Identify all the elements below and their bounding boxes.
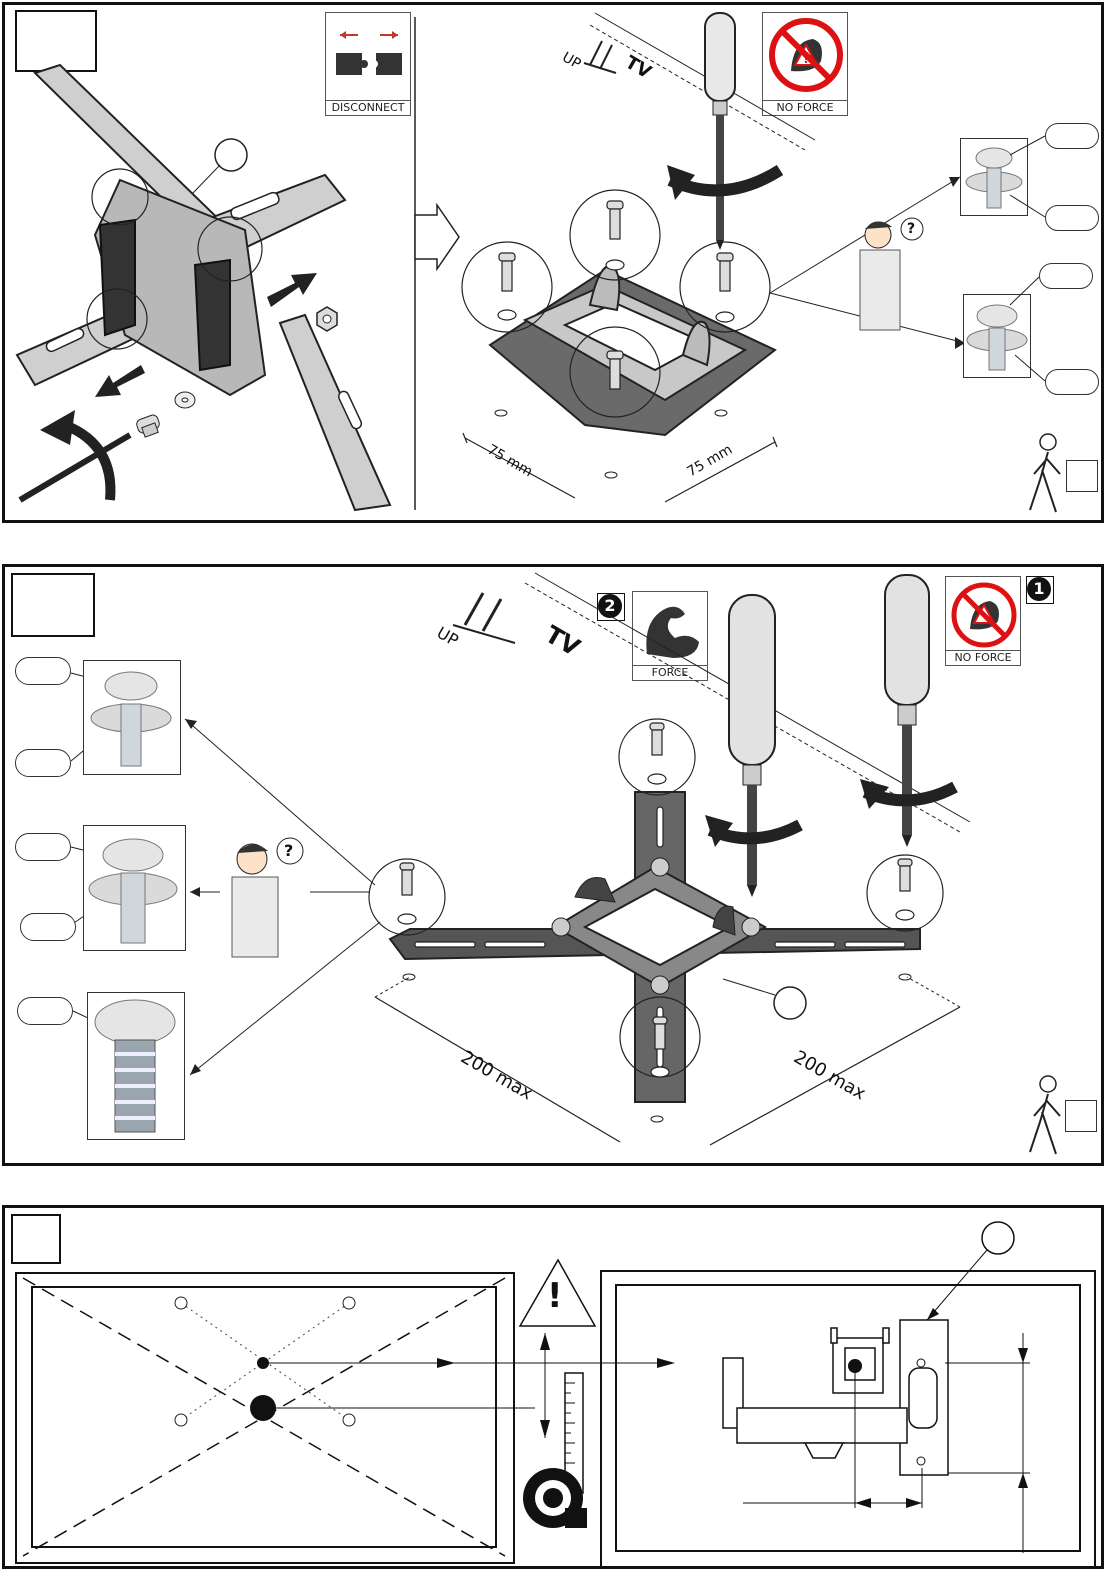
no-force-label: NO FORCE xyxy=(763,100,847,115)
callout-pill xyxy=(15,657,71,685)
warning-exclamation: ! xyxy=(547,1276,563,1316)
step-number-box xyxy=(11,573,95,637)
callout-pill xyxy=(20,913,76,941)
mount-cross-bracket xyxy=(388,791,921,1103)
no-force-label: NO FORCE xyxy=(946,650,1020,665)
long-screw-icon xyxy=(94,999,176,1133)
person-count-box xyxy=(1065,1100,1097,1132)
pull-arrow-icon xyxy=(267,273,317,307)
screwdriver-icon xyxy=(884,574,930,847)
callout-leaders xyxy=(1009,135,1046,382)
puzzle-disconnect-icon xyxy=(336,31,402,75)
step-panel-1: DISCONNECT ! NO FORCE xyxy=(2,2,1104,523)
step-panel-3: ! xyxy=(2,1205,1104,1569)
step-number-box xyxy=(11,1214,61,1264)
screwdriver-icon xyxy=(728,594,776,897)
tv-side-outer xyxy=(600,1270,1096,1568)
tv-back-outer xyxy=(15,1272,515,1564)
vesa-plate xyxy=(488,268,777,437)
tv-back-inner xyxy=(31,1286,497,1548)
question-mark-icon: ? xyxy=(907,221,916,237)
no-force-badge: NO FORCE xyxy=(945,576,1021,666)
panel2-drawing xyxy=(70,572,971,1146)
panel1-drawing xyxy=(15,12,966,512)
walking-person-icon xyxy=(1029,433,1061,513)
wall-bracket-side xyxy=(722,1319,949,1476)
tv-side-inner xyxy=(615,1284,1081,1552)
panel3-drawing xyxy=(22,1221,1030,1557)
question-mark-icon: ? xyxy=(284,841,294,860)
callout-pill xyxy=(1045,205,1099,231)
flexed-arm-icon xyxy=(646,606,699,658)
callout-pill xyxy=(1039,263,1093,289)
screwdriver-icon xyxy=(18,432,132,503)
callout-pill xyxy=(1045,123,1099,149)
screw-washer-icon xyxy=(90,671,172,767)
pull-arrow-icon xyxy=(95,365,145,397)
callout-pill xyxy=(15,833,71,861)
callout-pill xyxy=(17,997,73,1025)
no-force-icon: ! xyxy=(769,18,843,92)
thinking-person-icon xyxy=(859,217,924,331)
disconnect-label: DISCONNECT xyxy=(326,100,410,115)
warning-triangle-icon xyxy=(518,1258,597,1327)
force-label: FORCE xyxy=(633,665,707,680)
step-number-box xyxy=(15,10,97,72)
callout-circle xyxy=(214,138,248,172)
no-force-badge: ! NO FORCE xyxy=(762,12,848,116)
rotate-arrow-icon xyxy=(40,410,75,445)
step-panel-2: 2 FORCE NO FORCE 1 UP TV xyxy=(2,564,1104,1166)
disconnect-badge: DISCONNECT xyxy=(325,12,411,116)
callout-pill xyxy=(15,749,71,777)
screw-washer-icon xyxy=(965,147,1023,209)
rotate-arrow-icon xyxy=(705,815,733,847)
rotate-arrow-icon xyxy=(667,165,695,200)
thinking-person-icon xyxy=(231,837,304,958)
screw-washer-icon xyxy=(966,304,1028,371)
person-count-box xyxy=(1066,460,1098,492)
callout-pill xyxy=(1045,369,1099,395)
sequence-badge-1: 1 xyxy=(1026,576,1054,604)
up-arrow-icon xyxy=(583,40,617,74)
screw-washer-icon xyxy=(88,838,178,944)
no-force-icon xyxy=(951,582,1017,648)
walking-person-icon xyxy=(1029,1075,1061,1155)
rotate-arrow-icon xyxy=(860,779,889,809)
screwdriver-icon xyxy=(704,12,736,250)
measuring-tape-icon xyxy=(523,1372,587,1528)
